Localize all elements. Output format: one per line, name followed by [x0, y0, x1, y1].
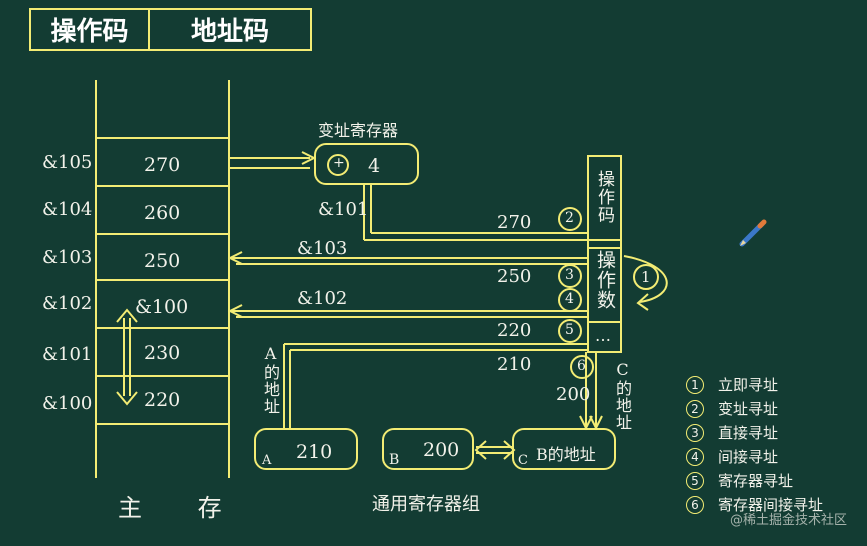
register-c-name: C — [518, 453, 528, 468]
main-memory-title: 主 存 — [118, 494, 246, 522]
legend-label: 寄存器间接寻址 — [718, 496, 824, 514]
legend-label: 变址寻址 — [718, 400, 779, 418]
marker-3: 3 — [565, 267, 574, 283]
legend-item-direct: 3 直接寻址 — [686, 422, 778, 443]
pencil-icon — [739, 219, 767, 247]
memory-address-103: &103 — [42, 247, 93, 268]
memory-address-102: &102 — [42, 293, 93, 314]
legend-number: 1 — [686, 375, 704, 394]
label-value-200: 200 — [556, 384, 591, 405]
index-register-value: 4 — [368, 155, 381, 177]
memory-address-100: &100 — [42, 393, 93, 414]
register-c-box — [512, 428, 616, 470]
instruction-operand-label: 操作数 — [594, 250, 616, 310]
memory-address-104: &104 — [42, 199, 93, 220]
register-c-value: B的地址 — [536, 445, 596, 464]
instruction-format-header: 操作码 地址码 — [29, 8, 312, 51]
legend-label: 间接寻址 — [718, 448, 779, 466]
register-a-name: A — [262, 453, 272, 468]
marker-2: 2 — [565, 210, 574, 226]
memory-value-103: 250 — [144, 250, 181, 272]
legend-number: 6 — [686, 495, 704, 514]
memory-address-105: &105 — [42, 152, 93, 173]
register-b-name: B — [389, 452, 400, 468]
memory-address-101: &101 — [42, 344, 93, 365]
register-a-box — [254, 428, 358, 470]
legend-item-immediate: 1 立即寻址 — [686, 374, 778, 395]
opcode-field: 操作码 — [31, 10, 150, 49]
instruction-opcode-label: 操作码 — [594, 170, 614, 224]
label-value-220: 220 — [497, 320, 532, 341]
label-c-address: C的地址 — [613, 360, 632, 431]
legend-item-indexed: 2 变址寻址 — [686, 398, 778, 419]
label-addr-103: &103 — [297, 238, 348, 259]
label-value-270: 270 — [497, 212, 532, 233]
legend-item-register-indirect: 6 寄存器间接寻址 — [686, 494, 823, 515]
marker-6: 6 — [577, 358, 586, 374]
plus-icon: + — [333, 155, 345, 171]
register-b-value: 200 — [423, 439, 460, 461]
memory-value-100: 220 — [144, 389, 181, 411]
register-a-value: 210 — [296, 441, 333, 463]
legend-label: 立即寻址 — [718, 376, 779, 394]
memory-value-104: 260 — [144, 202, 181, 224]
legend-number: 4 — [686, 447, 704, 466]
legend-label: 寄存器寻址 — [718, 472, 794, 490]
instruction-ellipsis: … — [595, 326, 611, 345]
legend-label: 直接寻址 — [718, 424, 779, 442]
label-value-210: 210 — [497, 354, 532, 375]
marker-5: 5 — [565, 322, 574, 338]
label-addr-102: &102 — [297, 288, 348, 309]
memory-value-101: 230 — [144, 342, 181, 364]
memory-value-102: &100 — [135, 296, 189, 318]
legend-item-register: 5 寄存器寻址 — [686, 470, 793, 491]
marker-4: 4 — [565, 291, 574, 307]
legend-number: 3 — [686, 423, 704, 442]
label-addr-101: &101 — [318, 199, 369, 220]
legend-number: 5 — [686, 471, 704, 490]
legend-number: 2 — [686, 399, 704, 418]
general-registers-title: 通用寄存器组 — [372, 494, 480, 515]
register-b-box — [382, 428, 474, 470]
marker-1: 1 — [641, 268, 651, 286]
label-a-address: A的地址 — [261, 344, 280, 415]
index-register-label: 变址寄存器 — [318, 121, 399, 140]
label-value-250: 250 — [497, 266, 532, 287]
legend-item-indirect: 4 间接寻址 — [686, 446, 778, 467]
index-register-box — [314, 143, 419, 185]
watermark: @稀土掘金技术社区 — [729, 513, 847, 528]
memory-value-105: 270 — [144, 154, 181, 176]
address-code-field: 地址码 — [190, 17, 269, 47]
